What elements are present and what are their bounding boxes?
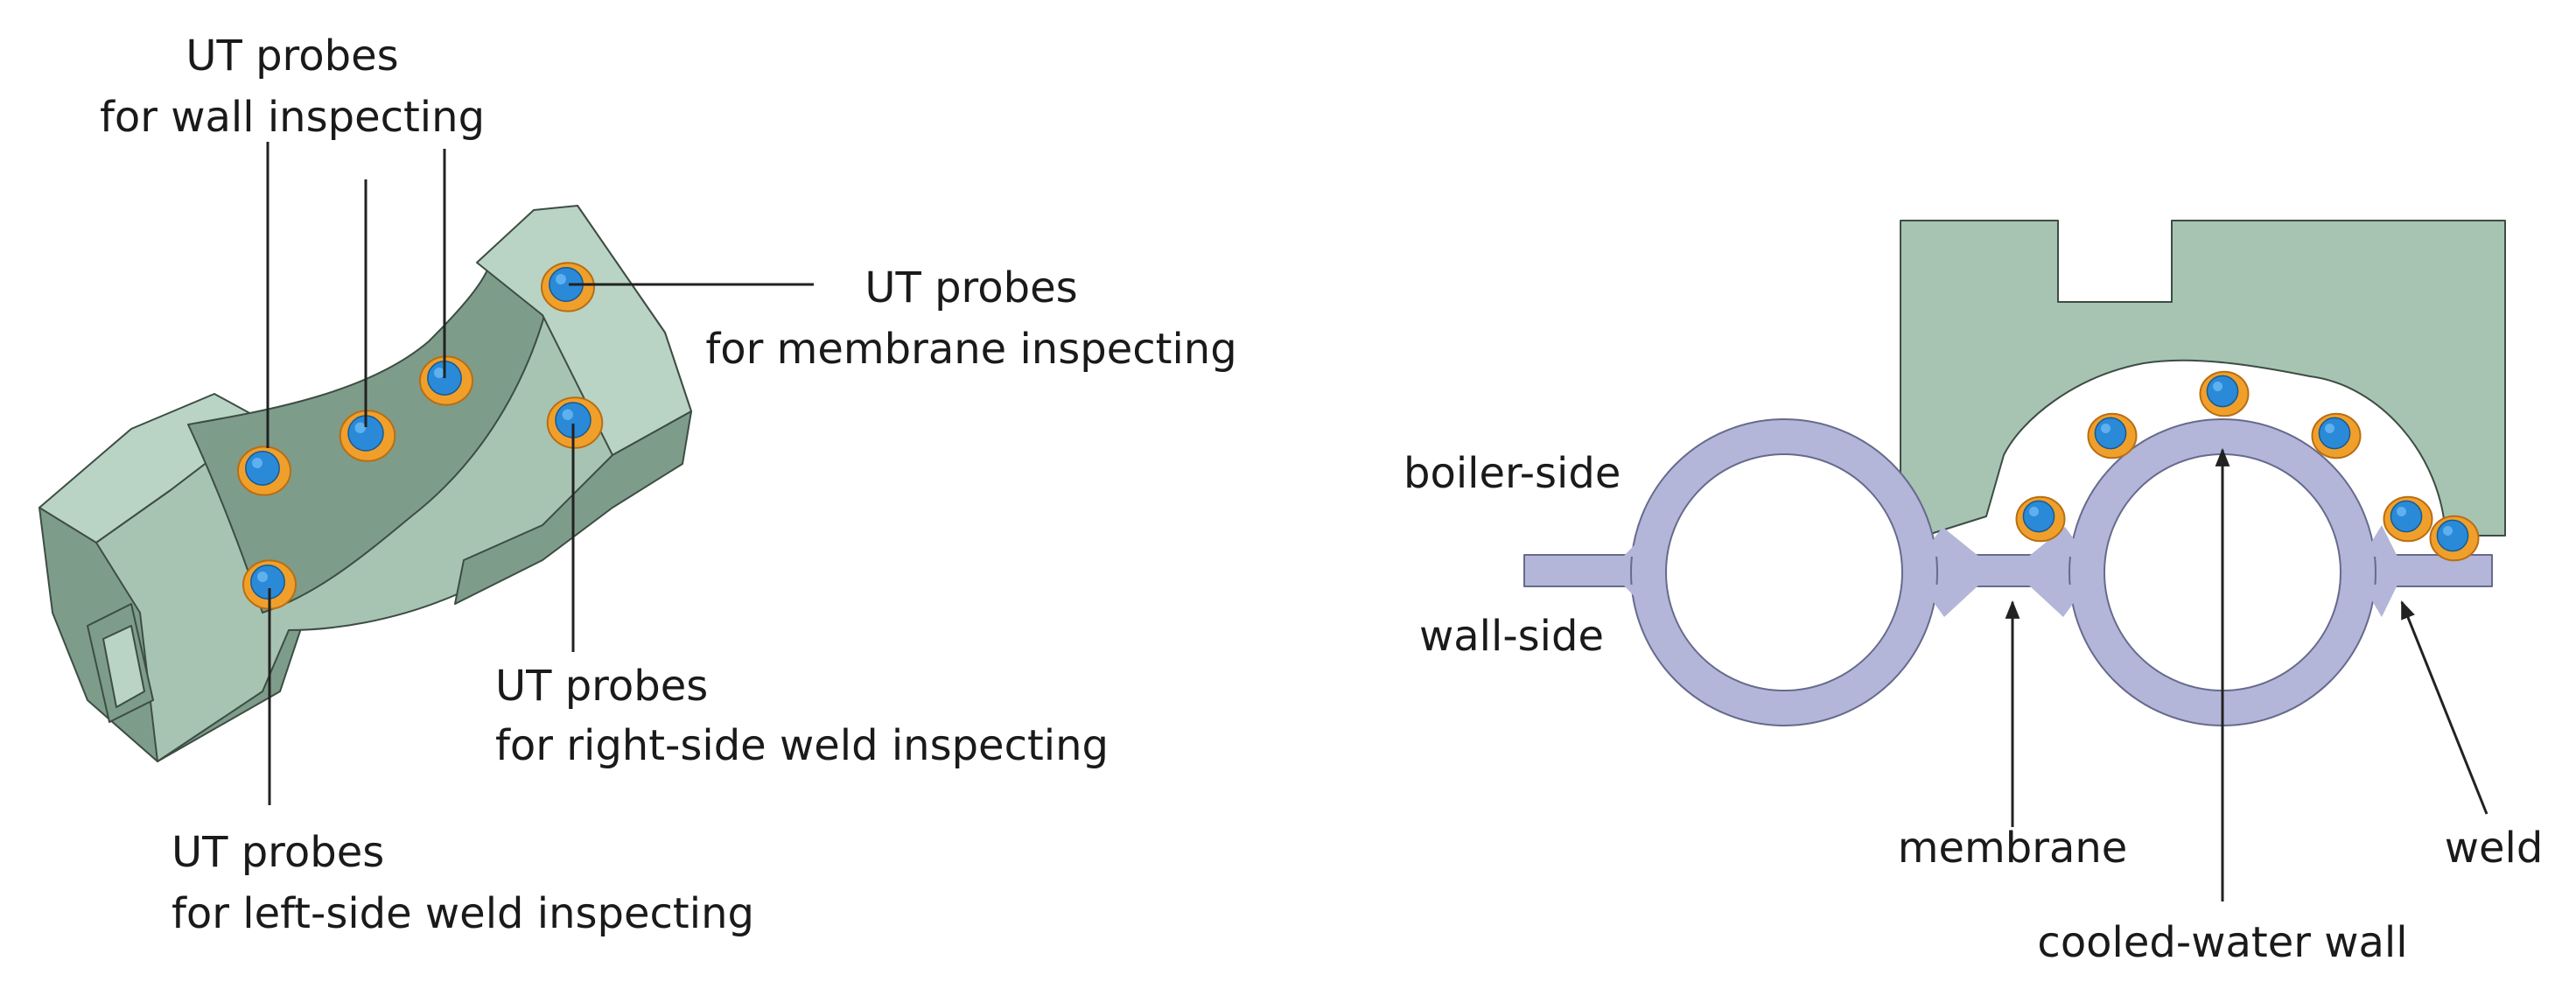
ut-probe-left-1: [237, 445, 291, 496]
label-wall-line2: for wall inspecting: [100, 93, 485, 142]
label-membrane-line2: for membrane inspecting: [705, 325, 1236, 374]
weld-fillet-left-top: [1623, 525, 1662, 557]
ut-probe-left-5-highlight: [562, 409, 573, 420]
label-membrane-line1: UT probes: [864, 263, 1077, 312]
weld-fillet-mid-bottom: [1921, 585, 2087, 617]
label-cooled-water-wall: cooled-water wall: [2037, 918, 2407, 967]
probes-right-panel: [2015, 370, 2480, 562]
label-membrane: membrane: [1898, 824, 2128, 873]
label-left-weld-probes: UT probes for left-side weld inspecting: [172, 828, 754, 938]
ut-probe-right-2-transducer: [2094, 417, 2127, 450]
holder-section: [1900, 220, 2506, 537]
label-right-weld-probes: UT probes for right-side weld inspecting: [495, 662, 1109, 770]
cross-section: [1523, 220, 2506, 726]
ut-probe-right-5: [2383, 495, 2433, 543]
label-left-weld-line1: UT probes: [172, 828, 384, 877]
ut-probe-right-5-transducer: [2390, 500, 2423, 533]
ut-probe-right-6: [2429, 515, 2480, 562]
label-boiler-side: boiler-side: [1404, 449, 1620, 498]
label-right-weld-line1: UT probes: [495, 662, 708, 711]
label-left-weld-line2: for left-side weld inspecting: [172, 889, 754, 938]
tube-left-bore: [1665, 453, 1903, 691]
ut-probe-left-5: [546, 396, 604, 449]
ut-probe-right-3-highlight: [2213, 382, 2222, 391]
ut-probe-right-6-transducer: [2436, 519, 2469, 552]
ut-probe-left-1-highlight: [252, 458, 262, 468]
ut-probe-right-1-transducer: [2022, 500, 2055, 533]
weld-fillet-mid-top: [1921, 527, 2087, 557]
ut-probe-right-2: [2087, 412, 2138, 459]
weld-fillet-left-bottom: [1623, 585, 1662, 617]
ut-probe-left-6: [242, 559, 297, 610]
holder-notch-inner: [102, 625, 145, 708]
label-wall-probes: UT probes for wall inspecting: [100, 32, 485, 142]
ut-probe-left-6-transducer: [250, 565, 285, 600]
holder-right-block-top: [476, 205, 692, 456]
probes-left-panel: [237, 262, 604, 610]
ut-probe-right-2-highlight: [2101, 424, 2110, 433]
ut-probe-right-1-highlight: [2029, 507, 2039, 516]
ut-probe-left-4-highlight: [556, 274, 566, 284]
ut-probe-left-4: [541, 262, 595, 312]
ut-probe-right-3: [2199, 370, 2250, 417]
ut-probe-left-1-transducer: [245, 451, 280, 486]
ut-probe-right-4-highlight: [2325, 424, 2334, 433]
ut-probe-right-6-highlight: [2443, 526, 2453, 536]
leaders-left-panel: [266, 142, 814, 805]
probe-holder-3d: [38, 205, 692, 762]
label-wall-line1: UT probes: [186, 32, 398, 81]
label-right-weld-line2: for right-side weld inspecting: [495, 721, 1109, 770]
ut-probe-right-5-highlight: [2397, 507, 2406, 516]
leaders-right-panel: [2005, 447, 2488, 901]
ut-probe-right-3-transducer: [2206, 375, 2239, 408]
ut-probe-left-6-highlight: [257, 572, 268, 582]
ut-probe-right-1: [2015, 495, 2066, 543]
label-membrane-probes: UT probes for membrane inspecting: [705, 263, 1236, 374]
ut-probe-right-4: [2311, 412, 2362, 459]
label-wall-side: wall-side: [1419, 612, 1604, 661]
ut-probe-left-2-highlight: [354, 422, 366, 433]
ut-probe-left-3-highlight: [434, 368, 444, 378]
weld-fillet-right: [2362, 525, 2398, 617]
label-weld: weld: [2445, 824, 2544, 873]
ut-probe-left-2: [339, 410, 396, 462]
ut-probe-left-3: [419, 355, 473, 406]
ut-probe-right-4-transducer: [2318, 417, 2351, 450]
